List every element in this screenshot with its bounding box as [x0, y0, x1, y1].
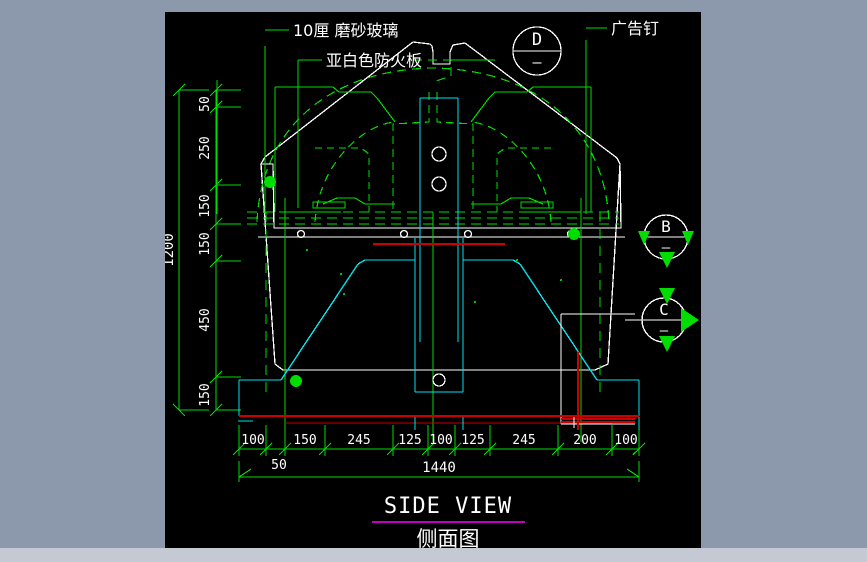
node-dot-right: [568, 228, 580, 240]
hole-shelf-mid-left: [399, 229, 409, 239]
dim-label-h-2: 245: [347, 433, 370, 448]
panel-top-left: [275, 86, 371, 93]
annotation-label-glass: 10厘 磨砂玻璃: [293, 21, 398, 40]
bubble-D-label: D: [532, 30, 542, 50]
lip-right: [471, 197, 544, 205]
page-margin-right: [701, 0, 867, 548]
page-margin-bottom: [0, 548, 867, 562]
panel-left-slope: [370, 91, 396, 123]
bubble-B-arrow-down: [659, 252, 675, 268]
body-outline: [258, 41, 625, 371]
dim-label-v-2: 150: [198, 194, 213, 217]
bubble-C-arrow-down: [659, 336, 675, 352]
bubble-B-sub: —: [662, 240, 671, 256]
pad-left: [312, 201, 346, 209]
shelf-hidden-right: [496, 147, 551, 212]
horizontal-dimension-group: [232, 425, 646, 482]
dim-label-h-total: 1440: [422, 460, 456, 476]
node-dot-left-lower: [290, 375, 302, 387]
annotation-text-group: 10厘 磨砂玻璃 亚白色防火板 广告钉: [293, 19, 659, 70]
dim-label-h-1: 150: [293, 433, 316, 448]
hole-shelf-left: [296, 229, 306, 239]
base-slope-right-top: [463, 259, 521, 265]
panel-left-hidden: [392, 92, 430, 212]
dim-label-v-4: 450: [198, 308, 213, 331]
bubble-D-sub: —: [532, 53, 542, 71]
bubble-B-arrow-right: [682, 231, 694, 245]
dome-arc: [256, 67, 610, 223]
annotation-label-firepanel: 亚白色防火板: [326, 51, 422, 70]
dim-label-h-8: 100: [614, 433, 637, 448]
holes-group: [296, 146, 576, 387]
body-lower-silhouette: [260, 163, 621, 371]
base-slope-left-top: [357, 259, 415, 265]
dim-label-v-5: 150: [198, 383, 213, 406]
dim-label-v-total: 1200: [165, 233, 177, 267]
annotation-label-adnail: 广告钉: [611, 19, 659, 38]
hole-base: [432, 373, 446, 387]
leader-to-D: [413, 59, 452, 83]
inner-arc-right: [470, 121, 552, 223]
cyan-structure-group: [238, 97, 640, 417]
dim-label-v-1: 250: [198, 136, 213, 159]
detail-bubble-C[interactable]: C —: [625, 288, 699, 352]
dim-label-h-sub: 50: [271, 458, 287, 473]
bubble-C-arrow-right: [681, 308, 699, 332]
hole-lower: [431, 176, 447, 192]
hidden-geometry-group: [216, 40, 619, 442]
title-chinese: 侧面图: [417, 527, 480, 548]
dim-label-h-0: 100: [241, 433, 264, 448]
bubble-C-label: C: [659, 300, 669, 319]
title-english: SIDE VIEW: [384, 494, 512, 519]
annotation-leaders: [265, 27, 607, 61]
vertical-dimension-labels: 50 250 150 150 450 150 1200: [165, 96, 213, 407]
dim-label-v-0: 50: [198, 96, 213, 112]
panel-top-right: [495, 86, 591, 93]
dim-label-v-3: 150: [198, 232, 213, 255]
detail-bubble-D[interactable]: D —: [512, 26, 562, 76]
dim-label-h-4: 100: [429, 433, 452, 448]
lip-left: [322, 197, 395, 205]
bubble-C-arrow-up: [659, 288, 675, 304]
node-dot-left-upper: [264, 176, 276, 188]
detail-bubble-B[interactable]: B —: [638, 214, 694, 268]
bubble-C-sub: —: [660, 323, 669, 339]
panel-right-slope: [470, 91, 496, 123]
dim-label-h-7: 200: [573, 433, 596, 448]
drawing-canvas[interactable]: 50 250 150 150 450 150 1200: [165, 12, 701, 548]
dim-label-h-5: 125: [461, 433, 484, 448]
pad-right: [520, 201, 554, 209]
dim-label-h-6: 245: [512, 433, 535, 448]
base-slope-left: [280, 263, 359, 381]
bubble-B-arrow-left: [638, 231, 650, 245]
panel-right-hidden: [436, 92, 474, 212]
bubble-B-label: B: [661, 217, 671, 236]
inner-arc-left: [314, 121, 396, 223]
body-upper-silhouette: [259, 41, 622, 229]
title-block: SIDE VIEW 侧面图: [372, 494, 525, 548]
shelf-hidden-left: [315, 147, 370, 212]
hole-shelf-mid-right: [463, 229, 473, 239]
top-chain-markers: [238, 417, 640, 430]
hole-upper: [431, 146, 447, 162]
base-slope-right: [519, 263, 598, 381]
dim-label-h-3: 125: [398, 433, 421, 448]
red-annotation-group: [239, 243, 639, 430]
node-dots-group: [264, 176, 580, 387]
vertical-dimension-group: [172, 83, 241, 417]
horizontal-dimension-labels: 100 150 245 125 100 125 245 200 100 50 1…: [241, 433, 637, 476]
